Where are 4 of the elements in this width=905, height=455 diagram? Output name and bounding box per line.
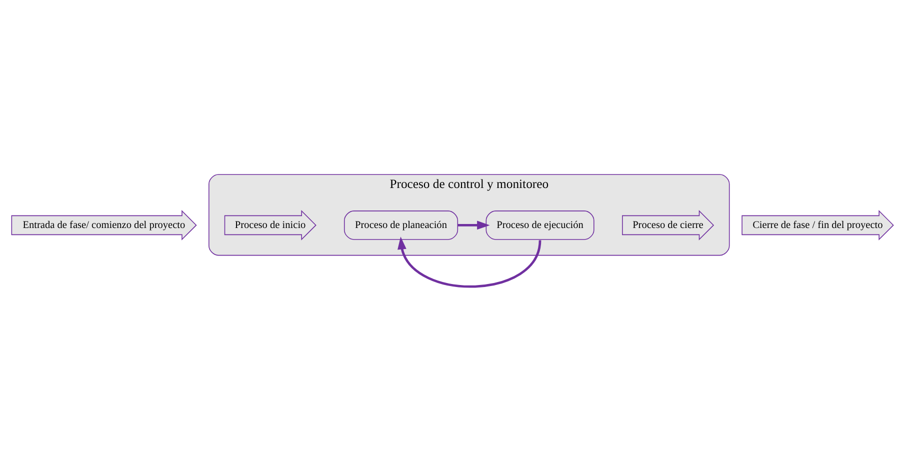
node-box: Proceso de ejecución — [486, 210, 594, 240]
arrow — [398, 236, 542, 288]
arrow — [458, 220, 490, 230]
node-box: Proceso de planeación — [344, 210, 458, 240]
